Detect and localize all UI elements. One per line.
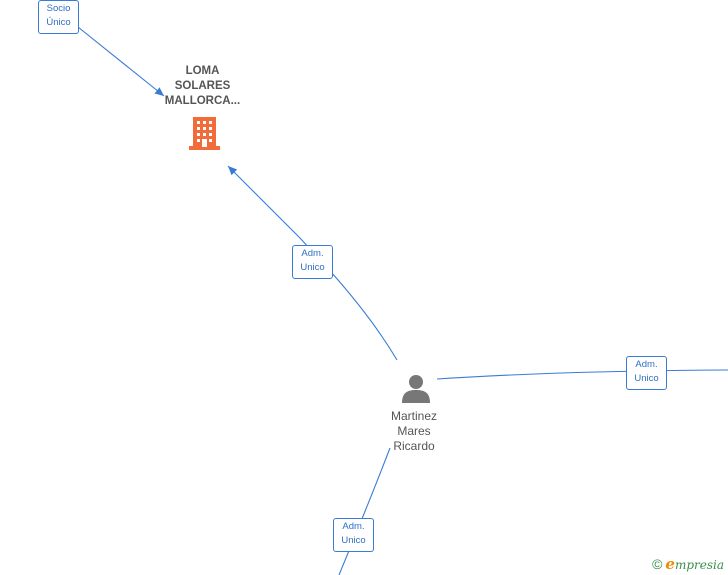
empresia-watermark: ©empresia [652,555,724,573]
edge-person-to-bottom [338,447,391,575]
company-name-line: MALLORCA... [164,95,241,107]
person-node-name[interactable]: Martinez Mares Ricardo [374,409,454,454]
edge-label-line: Único [46,17,71,28]
edge-label-adm-unico-bottom[interactable]: Adm. Unico [333,518,374,552]
person-name-line: Ricardo [393,439,435,453]
edge-label-line: Socio [46,3,71,14]
edge-label-line: Adm. [342,521,365,532]
edge-label-line: Unico [300,262,325,273]
building-icon[interactable] [189,116,220,150]
edge-label-line: Unico [341,535,366,546]
copyright-symbol: © [652,556,663,572]
person-icon[interactable] [401,373,431,403]
brand-initial: e [665,555,675,573]
edge-label-line: Adm. [301,248,324,259]
edge-socio-to-company [77,26,165,97]
edge-label-line: Unico [634,373,659,384]
edge-label-adm-unico-company[interactable]: Adm. Unico [292,245,333,279]
edge-person-to-right [436,369,728,380]
brand-name: mpresia [674,558,724,572]
edge-label-adm-unico-right[interactable]: Adm. Unico [626,356,667,390]
edge-label-line: Adm. [635,359,658,370]
company-node-title[interactable]: LOMA SOLARES MALLORCA... [150,64,255,109]
company-name-line: LOMA [185,65,220,77]
person-name-line: Martinez [390,409,437,423]
company-name-line: SOLARES [174,80,231,92]
edge-label-socio-unico[interactable]: Socio Único [38,0,79,34]
person-name-line: Mares [397,424,431,438]
